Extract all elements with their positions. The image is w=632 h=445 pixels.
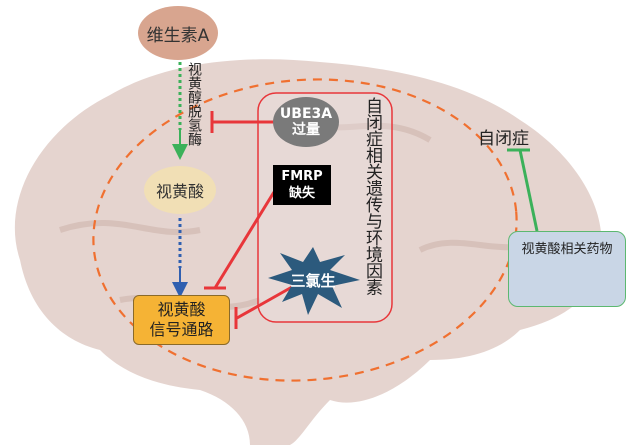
dashed-brain-region	[92, 78, 518, 382]
pathway-node: 视黄酸 信号通路	[133, 295, 230, 345]
inhibit-triclosan	[234, 285, 293, 329]
ube3a-node: UBE3A 过量	[273, 97, 339, 147]
enzyme-label: 视黄醇脱氢酶	[186, 62, 202, 146]
vitamin-a-node: 维生素A	[138, 6, 218, 60]
triclosan-label: 三氯生	[290, 271, 336, 290]
retinoic-acid-label: 视黄酸	[155, 182, 204, 201]
brain-folds	[59, 117, 542, 310]
vitamin-a-label: 维生素A	[146, 25, 210, 46]
starburst-shape	[268, 247, 360, 315]
fmrp-node: FMRP 缺失	[273, 165, 331, 205]
factors-label: 自闭症相关遗传与环境因素	[362, 97, 382, 295]
inhibit-fmrp	[204, 191, 276, 290]
drugs-box: 视黄酸相关药物	[508, 231, 626, 307]
inhibit-ube3a	[210, 111, 275, 133]
drugs-label: 视黄酸相关药物	[521, 242, 613, 257]
retinoic-acid-node: 视黄酸	[144, 166, 216, 214]
ube3a-label-1: UBE3A	[279, 106, 333, 122]
brain-illustration	[14, 59, 602, 445]
pathway-label-1: 视黄酸	[157, 300, 206, 319]
fmrp-label-1: FMRP	[281, 169, 323, 184]
ube3a-label-2: 过量	[292, 122, 320, 138]
inhibit-drugs	[507, 148, 539, 232]
autism-label: 自闭症	[478, 129, 529, 149]
pathway-label-2: 信号通路	[149, 320, 214, 339]
fmrp-label-2: 缺失	[288, 186, 315, 201]
